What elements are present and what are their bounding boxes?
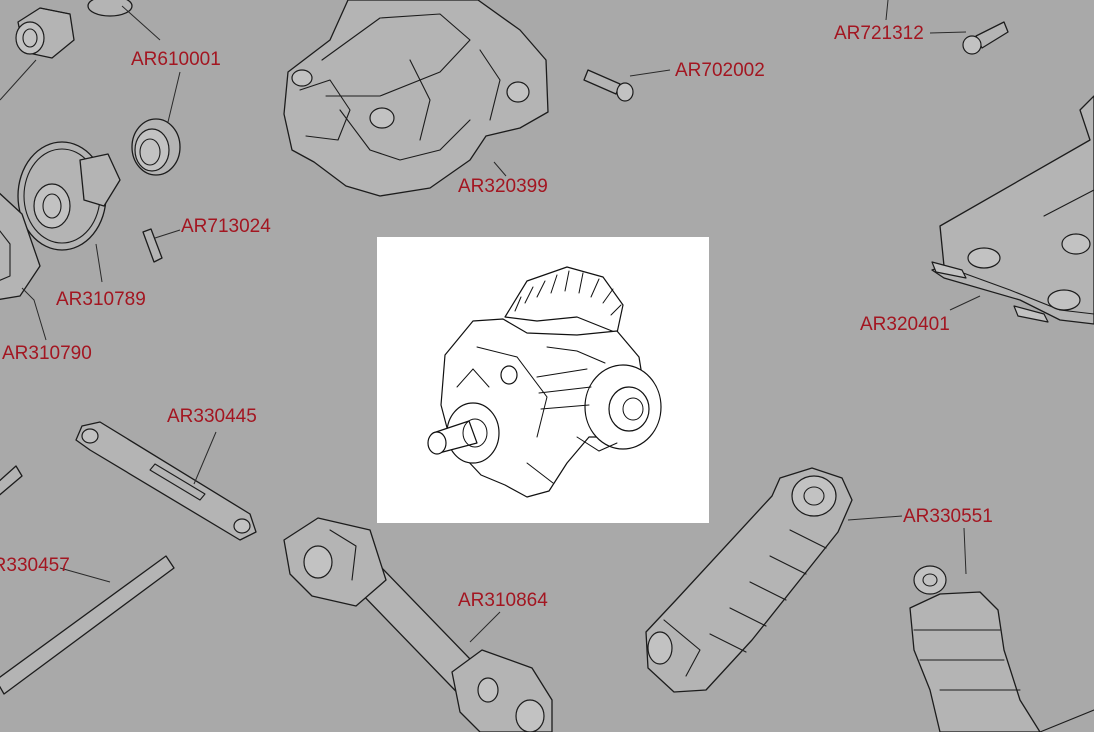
leader-lines <box>0 0 981 643</box>
label-ar702002[interactable]: AR702002 <box>675 60 765 81</box>
label-ar330445[interactable]: AR330445 <box>167 406 257 427</box>
shock-absorber-part <box>645 467 853 693</box>
chassis-plate-part <box>931 95 1094 325</box>
label-ar330457[interactable]: AR330457 <box>0 555 70 576</box>
bearing-part <box>131 118 181 176</box>
screw-part-1 <box>583 69 634 102</box>
label-ar330551[interactable]: AR330551 <box>903 506 993 527</box>
link-arm-part <box>75 421 257 541</box>
rod-part <box>0 465 175 695</box>
label-ar713024[interactable]: AR713024 <box>181 216 271 237</box>
label-ar320399[interactable]: AR320399 <box>458 176 548 197</box>
small-ring-top <box>87 0 133 17</box>
screw-part-2 <box>962 21 1009 55</box>
differential-detail-panel[interactable] <box>377 237 709 523</box>
shock-absorber-part-2 <box>909 565 1094 732</box>
collar-part <box>15 7 75 59</box>
gearbox-housing-part <box>283 0 549 197</box>
pin-part <box>142 228 163 263</box>
plate-part <box>0 192 41 300</box>
drive-cup-part <box>17 141 121 251</box>
label-ar320401[interactable]: AR320401 <box>860 314 950 335</box>
label-ar310864[interactable]: AR310864 <box>458 590 548 611</box>
label-ar310790[interactable]: AR310790 <box>2 343 92 364</box>
label-ar310789[interactable]: AR310789 <box>56 289 146 310</box>
differential-assembly-image <box>427 266 662 498</box>
driveshaft-part <box>283 517 553 732</box>
label-ar721312[interactable]: AR721312 <box>834 23 924 44</box>
label-ar610001[interactable]: AR610001 <box>131 49 221 70</box>
